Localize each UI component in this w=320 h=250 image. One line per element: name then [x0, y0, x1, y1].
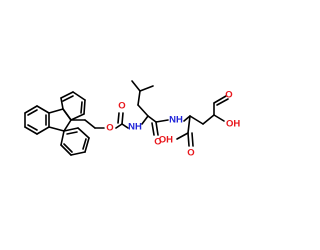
- bond: [176, 132, 189, 140]
- bond: [183, 115, 191, 122]
- bond: [36, 105, 50, 114]
- bond: [24, 105, 38, 114]
- structure-canvas: O O NH O NH OH O OH O: [24, 80, 240, 159]
- bond: [115, 123, 123, 129]
- bond: [147, 115, 157, 123]
- bond: [48, 108, 72, 132]
- bond: [60, 130, 65, 146]
- leucine-nh-label: NH: [128, 122, 142, 133]
- bond: [213, 114, 225, 122]
- side-acid-oh-label: OH: [226, 119, 240, 130]
- bond: [191, 132, 194, 147]
- bond: [83, 99, 86, 115]
- bond: [187, 132, 190, 147]
- bond: [63, 127, 79, 132]
- bond: [60, 144, 72, 156]
- bond: [24, 126, 38, 135]
- bond: [189, 115, 204, 125]
- molecule-structure: O O NH O NH OH O OH O: [24, 80, 240, 159]
- bond: [27, 124, 38, 131]
- bond: [141, 115, 149, 125]
- glutamate-nh-label: NH: [169, 115, 183, 126]
- bond: [121, 123, 129, 129]
- bond: [213, 95, 227, 104]
- bond: [62, 95, 74, 102]
- fluorene-group: [24, 91, 90, 156]
- bond: [137, 90, 141, 106]
- alpha-acid-oxygen-label: O: [187, 148, 194, 159]
- bond: [36, 126, 50, 135]
- bond: [70, 151, 86, 156]
- carbamate-oxygen-label: O: [106, 123, 113, 134]
- bond: [84, 119, 96, 129]
- bond: [82, 138, 87, 150]
- amide-oxygen-label: O: [154, 137, 161, 148]
- bond: [84, 137, 90, 153]
- bond: [137, 104, 149, 117]
- bond: [27, 109, 38, 116]
- bond: [187, 115, 191, 134]
- alpha-acid-oh-label: OH: [159, 135, 173, 146]
- bond: [155, 119, 169, 123]
- bond: [121, 112, 124, 125]
- bond: [151, 122, 155, 136]
- fmoc-linker: [70, 112, 129, 129]
- bond: [131, 80, 141, 92]
- bond: [202, 114, 215, 125]
- bond: [60, 91, 74, 99]
- bond: [139, 85, 154, 92]
- bond: [80, 101, 83, 114]
- bond: [66, 131, 78, 135]
- bond: [216, 98, 229, 106]
- bond: [72, 91, 86, 101]
- leucine-residue: [131, 80, 169, 136]
- bond: [63, 143, 73, 153]
- bond: [60, 97, 64, 110]
- bond: [70, 113, 85, 121]
- carbamate-carbonyl-oxygen-label: O: [118, 101, 125, 112]
- glutamic-acid-residue: [176, 95, 229, 147]
- bond: [117, 112, 120, 124]
- bond: [62, 108, 72, 121]
- side-acid-oxygen-label: O: [225, 90, 232, 101]
- bond: [155, 121, 159, 136]
- bond: [77, 127, 90, 139]
